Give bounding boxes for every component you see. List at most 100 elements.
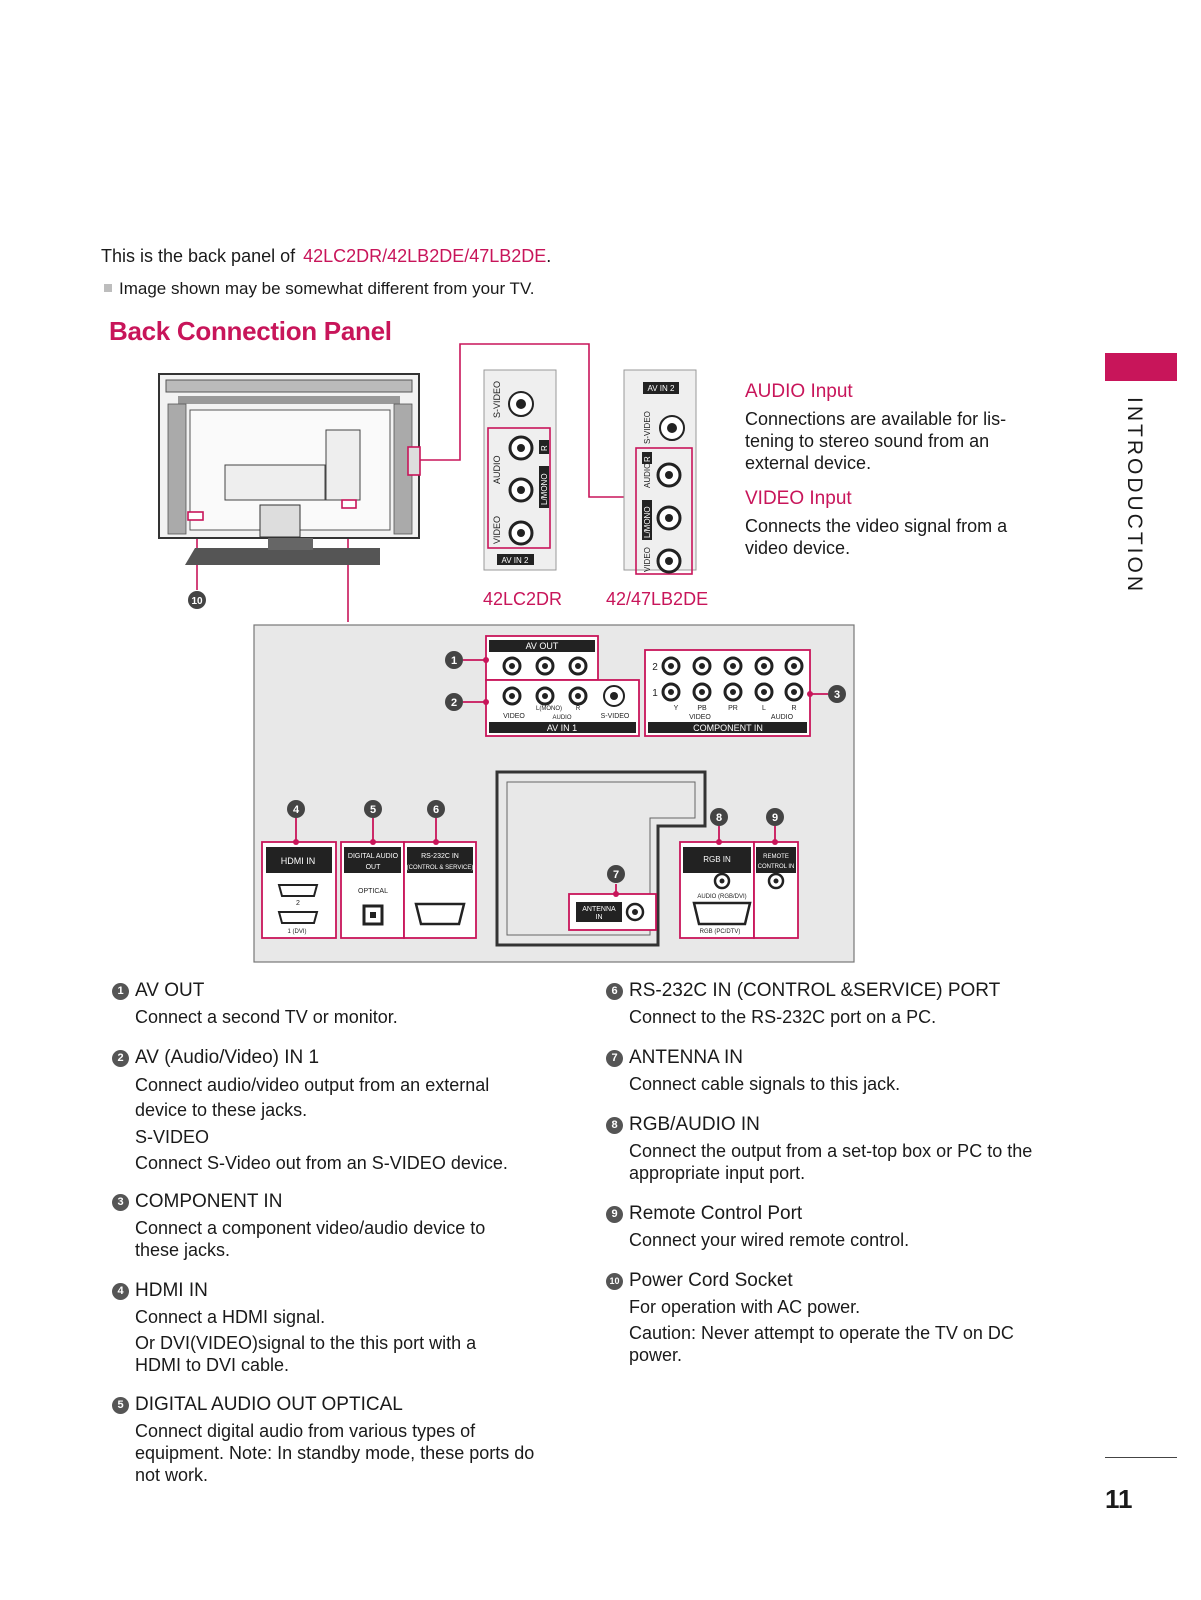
callout-8: 8 — [716, 812, 722, 824]
component-y-label: Y — [674, 705, 679, 712]
left-strip-audio-label: AUDIO — [492, 455, 502, 484]
right-strip-lmono-label: L/MONO — [643, 506, 652, 538]
av-in1-r-label: R — [576, 706, 581, 712]
item-body: Connect digital audio from various types… — [135, 1421, 535, 1485]
item-body: Connect your wired remote control. — [629, 1230, 910, 1250]
tv-back-illustration — [158, 373, 421, 565]
item-title: ANTENNA IN — [629, 1047, 744, 1068]
item-body-2: Caution: Never attempt to operate the TV… — [629, 1323, 1014, 1365]
optical-label: OPTICAL — [358, 888, 388, 895]
callout-9: 9 — [772, 812, 778, 824]
left-strip-avin2-label: AV IN 2 — [502, 556, 530, 565]
right-strip-audio-label: AUDIO — [643, 463, 652, 488]
rgb-in-label: RGB IN — [703, 855, 731, 864]
model-caption-right: 42/47LB2DE — [606, 589, 709, 609]
item-title: Power Cord Socket — [629, 1270, 793, 1291]
side-strip-47lb2de: AV IN 2 S-VIDEO AUDIO R L/MONO VIDEO — [623, 369, 697, 575]
item-body: Connect audio/video output from an exter… — [135, 1075, 490, 1120]
callout-1: 1 — [451, 655, 457, 667]
item-body: For operation with AC power. — [629, 1297, 861, 1317]
av-in1-svideo-label: S-VIDEO — [601, 713, 630, 720]
component-pr-label: PR — [728, 705, 738, 712]
item-rgb-audio-in: 8 RGB/AUDIO IN Connect the output from a… — [606, 1114, 1049, 1184]
item-number-badge: 9 — [606, 1206, 623, 1223]
item-title: RS-232C IN (CONTROL &SERVICE) PORT — [629, 980, 1001, 1001]
right-strip-video-label: VIDEO — [643, 547, 652, 572]
digital-audio-label: DIGITAL AUDIO — [348, 853, 399, 860]
antenna-in-label: IN — [596, 914, 603, 921]
remote-label: REMOTE — [763, 854, 789, 860]
item-title: RGB/AUDIO IN — [629, 1114, 760, 1135]
item-body: Connect a HDMI signal. — [135, 1307, 326, 1327]
left-strip-r-label: R — [540, 445, 549, 451]
item-body: Connect the output from a set-top box or… — [629, 1141, 1033, 1183]
side-strip-42lc2dr: S-VIDEO AUDIO R L/MONO VIDEO AV IN 2 — [483, 369, 557, 571]
video-input-body: Connects the video signal from a video d… — [745, 516, 1008, 558]
audio-input-title: AUDIO Input — [745, 381, 853, 402]
callout-6: 6 — [433, 804, 439, 816]
av-in1-audio-label: AUDIO — [552, 715, 571, 721]
model-caption-left: 42LC2DR — [483, 589, 563, 609]
item-number-badge: 6 — [606, 983, 623, 1000]
rs232c-sub-label: (CONTROL & SERVICE) — [407, 865, 474, 871]
intro-line: This is the back panel of 42LC2DR/42LB2DE… — [101, 246, 551, 267]
component-pb-label: PB — [697, 705, 707, 712]
callout-7: 7 — [613, 869, 619, 881]
video-input-title: VIDEO Input — [745, 488, 852, 509]
page-number: 11 — [1105, 1484, 1133, 1514]
item-antenna-in: 7 ANTENNA IN Connect cable signals to th… — [606, 1047, 1049, 1095]
right-strip-svideo-label: S-VIDEO — [643, 411, 652, 444]
item-remote-control: 9 Remote Control Port Connect your wired… — [606, 1203, 1049, 1251]
item-body-2: Or DVI(VIDEO)signal to the this port wit… — [135, 1333, 477, 1375]
control-in-label: CONTROL IN — [758, 864, 795, 870]
hdmi-2-label: 2 — [296, 900, 300, 907]
item-number-badge: 5 — [112, 1397, 129, 1414]
component-audio-label: AUDIO — [771, 714, 794, 721]
item-number-badge: 3 — [112, 1194, 129, 1211]
note-line: Image shown may be somewhat different fr… — [104, 279, 534, 299]
callout-5: 5 — [370, 804, 376, 816]
item-number-badge: 7 — [606, 1050, 623, 1067]
item-title: AV (Audio/Video) IN 1 — [135, 1047, 320, 1068]
callout-4: 4 — [293, 804, 300, 816]
component-row2-label: 2 — [652, 662, 658, 673]
back-panel-diagram: 10 S-VIDEO AUDIO R L/MONO VIDEO AV IN 2 … — [158, 343, 855, 963]
right-strip-avin2-label: AV IN 2 — [648, 384, 676, 393]
rs232c-label: RS-232C IN — [421, 853, 459, 860]
callout-3: 3 — [834, 689, 840, 701]
component-video-label: VIDEO — [689, 714, 711, 721]
av-in1-label: AV IN 1 — [547, 723, 577, 733]
item-number-badge: 8 — [606, 1117, 623, 1134]
item-hdmi-in: 4 HDMI IN Connect a HDMI signal. Or DVI(… — [112, 1280, 520, 1376]
item-av-in1: 2 AV (Audio/Video) IN 1 Connect audio/vi… — [112, 1047, 530, 1174]
item-number-badge: 10 — [606, 1273, 623, 1290]
item-title: Remote Control Port — [629, 1203, 803, 1224]
right-strip-r-label: R — [643, 456, 652, 462]
item-digital-audio-out: 5 DIGITAL AUDIO OUT OPTICAL Connect digi… — [112, 1394, 535, 1486]
component-in-label: COMPONENT IN — [693, 723, 763, 733]
antenna-label: ANTENNA — [582, 906, 616, 913]
note-text: Image shown may be somewhat different fr… — [119, 279, 535, 298]
item-title: HDMI IN — [135, 1280, 208, 1301]
item-number-badge: 4 — [112, 1283, 129, 1300]
av-in1-video-label: VIDEO — [503, 713, 525, 720]
av-in1-lmono-label: L(MONO) — [536, 706, 562, 712]
audio-rgb-label: AUDIO (RGB/DVI) — [697, 894, 746, 900]
section-tab-marker — [1105, 353, 1177, 381]
left-strip-lmono-label: L/MONO — [540, 473, 549, 505]
component-row1-label: 1 — [652, 688, 658, 699]
item-sub-body: Connect S-Video out from an S-VIDEO devi… — [135, 1153, 508, 1173]
intro-models: 42LC2DR/42LB2DE/47LB2DE — [303, 246, 547, 266]
av-out-label: AV OUT — [526, 641, 559, 651]
intro-prefix: This is the back panel of — [101, 246, 296, 266]
section-title: Back Connection Panel — [109, 316, 392, 346]
item-component-in: 3 COMPONENT IN Connect a component video… — [112, 1191, 520, 1261]
component-r-label: R — [791, 705, 796, 712]
hdmi-1-label: 1 (DVI) — [287, 929, 306, 935]
item-body: Connect a component video/audio device t… — [135, 1218, 486, 1260]
digital-out-label: OUT — [366, 864, 382, 871]
item-av-out: 1 AV OUT Connect a second TV or monitor. — [112, 980, 555, 1028]
item-number-badge: 2 — [112, 1050, 129, 1067]
item-body: Connect a second TV or monitor. — [135, 1007, 398, 1027]
item-rs232c: 6 RS-232C IN (CONTROL &SERVICE) PORT Con… — [606, 980, 1049, 1028]
